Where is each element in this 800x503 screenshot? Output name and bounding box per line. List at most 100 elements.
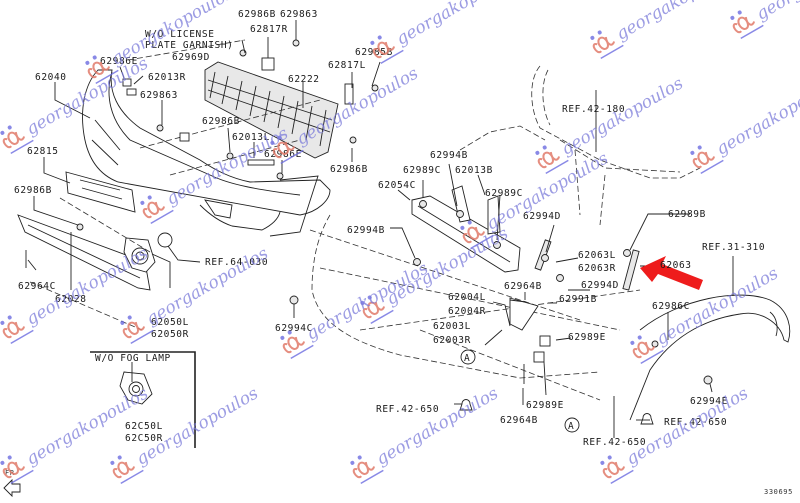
watermark-logo-icon bbox=[120, 315, 154, 345]
highlight-arrow bbox=[640, 256, 703, 290]
part-label: 62986B bbox=[330, 164, 368, 175]
ref-label: REF.64-030 bbox=[205, 257, 268, 268]
part-label: 629863 bbox=[280, 9, 318, 20]
part-label: 62994C bbox=[275, 323, 313, 334]
part-label: 62063L bbox=[578, 250, 616, 261]
red-arrow-icon bbox=[640, 256, 703, 290]
part-label: 629863 bbox=[140, 90, 178, 101]
part-label: 62817R bbox=[250, 24, 288, 35]
watermark-logo-icon bbox=[370, 35, 404, 65]
lower-reinforcement-62815 bbox=[65, 171, 136, 213]
part-label: 62063 bbox=[660, 260, 692, 271]
callout-a-label: A bbox=[568, 421, 574, 432]
part-label: 62989E bbox=[568, 332, 606, 343]
part-label: 62013L bbox=[232, 132, 270, 143]
watermark-text: georgakopoulos bbox=[303, 258, 432, 344]
watermark-text: georgakopoulos bbox=[558, 73, 687, 159]
figure-code: 330695 bbox=[764, 488, 793, 496]
watermark-logo-icon bbox=[535, 145, 569, 175]
front-grille bbox=[204, 61, 339, 159]
callout-a-left: A bbox=[460, 349, 476, 365]
part-label: 62964B bbox=[500, 415, 538, 426]
part-label: 62986E bbox=[100, 56, 138, 67]
note-license-line2: PLATE GARNISH) bbox=[145, 40, 233, 51]
fender-ref bbox=[629, 294, 791, 421]
watermark-text: georgakopoulos bbox=[753, 0, 800, 25]
watermark-logo-icon bbox=[0, 455, 34, 485]
watermark-text: georgakopoulos bbox=[623, 383, 752, 469]
front-direction-marker: FR bbox=[3, 469, 21, 498]
watermark-text: georgakopoulos bbox=[613, 0, 742, 45]
ref-label: REF.42-650 bbox=[583, 437, 646, 448]
watermark-logo-icon bbox=[270, 135, 304, 165]
fog-lamp-bezel bbox=[123, 232, 173, 273]
radiator-support-ref bbox=[459, 65, 701, 226]
part-label: 62013B bbox=[455, 165, 493, 176]
part-label: 62994B bbox=[347, 225, 385, 236]
part-label: 62986B bbox=[14, 185, 52, 196]
watermark-logo-icon bbox=[360, 295, 394, 325]
fog-lamp-cover-inset bbox=[119, 371, 153, 405]
part-label: 62989B bbox=[668, 209, 706, 220]
part-label: 62003L bbox=[433, 321, 471, 332]
fasteners-left bbox=[25, 39, 379, 305]
watermark-logo-icon bbox=[0, 125, 34, 155]
callout-a-right: A bbox=[564, 417, 580, 433]
part-label: 62994E bbox=[690, 396, 728, 407]
part-label: 62986B bbox=[238, 9, 276, 20]
watermark-logo-icon bbox=[590, 30, 624, 60]
note-fog-lamp: W/O FOG LAMP bbox=[95, 353, 171, 364]
ref-label: REF.31-310 bbox=[702, 242, 765, 253]
part-label: 62994D bbox=[523, 211, 561, 222]
watermark: georgakopoulos bbox=[535, 73, 687, 175]
part-label: 62C50R bbox=[125, 433, 163, 444]
watermark-logo-icon bbox=[690, 145, 724, 175]
part-label: 62028 bbox=[55, 294, 87, 305]
ref-label: REF.42-650 bbox=[376, 404, 439, 415]
front-arrow-icon bbox=[3, 478, 21, 498]
part-label: 62994D bbox=[581, 280, 619, 291]
watermark-logo-icon bbox=[730, 10, 764, 40]
fasteners-right bbox=[413, 200, 713, 425]
part-label: 62815 bbox=[27, 146, 59, 157]
part-label: 62986B bbox=[202, 116, 240, 127]
part-label: 62964B bbox=[504, 281, 542, 292]
part-label: 62063R bbox=[578, 263, 616, 274]
watermark: georgakopoulos bbox=[600, 383, 752, 485]
watermark-text: georgakopoulos bbox=[373, 383, 502, 469]
watermark: georgakopoulos bbox=[690, 73, 800, 175]
watermark-logo-icon bbox=[110, 455, 144, 485]
watermark-logo-icon bbox=[85, 55, 119, 85]
part-label: 62989C bbox=[485, 188, 523, 199]
part-label: 62050R bbox=[151, 329, 189, 340]
watermark-logo-icon bbox=[350, 455, 384, 485]
watermark: georgakopoulos bbox=[590, 0, 742, 60]
watermark-logo-icon bbox=[140, 195, 174, 225]
watermark-text: georgakopoulos bbox=[393, 0, 522, 50]
part-label: 62989C bbox=[403, 165, 441, 176]
watermark-logo-icon bbox=[280, 330, 314, 360]
watermark: georgakopoulos bbox=[730, 0, 800, 40]
front-bumper-cover bbox=[82, 69, 331, 237]
part-labels: 62986B 629863 62817R W/O LICENSE PLATE G… bbox=[14, 9, 765, 448]
part-label: 62222 bbox=[288, 74, 320, 85]
part-label: 62C50L bbox=[125, 421, 163, 432]
part-label: 62994B bbox=[430, 150, 468, 161]
callout-a-label: A bbox=[464, 353, 470, 364]
part-label: 62040 bbox=[35, 72, 67, 83]
part-label: 62964C bbox=[18, 281, 56, 292]
ref-label: REF.42-180 bbox=[562, 104, 625, 115]
watermark: georgakopoulos bbox=[350, 383, 502, 485]
watermark-logo-icon bbox=[460, 220, 494, 250]
note-license-line1: W/O LICENSE bbox=[145, 29, 215, 40]
front-marker-label: FR bbox=[5, 469, 15, 477]
watermark-text: georgakopoulos bbox=[713, 73, 800, 159]
part-label: 62003R bbox=[433, 335, 471, 346]
part-label: 62991B bbox=[559, 294, 597, 305]
part-label: 62004L bbox=[448, 292, 486, 303]
part-label: 62989E bbox=[526, 400, 564, 411]
part-label: 62986C bbox=[652, 301, 690, 312]
part-label: 62969D bbox=[172, 52, 210, 63]
